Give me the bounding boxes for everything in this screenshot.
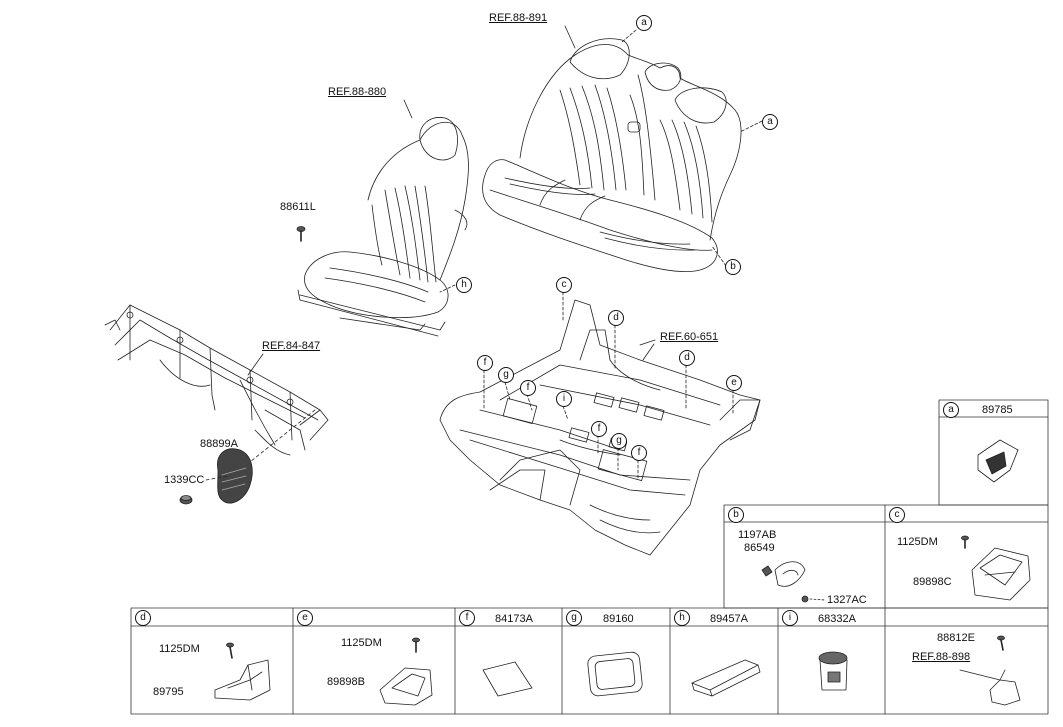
rear-seat-drawing — [482, 38, 742, 273]
box-h-letter: h — [674, 610, 690, 626]
part-86549-drawing — [761, 561, 826, 603]
box-c-letter: c — [889, 507, 905, 523]
box-b-letter: b — [728, 507, 744, 523]
box-e-part-89898b[interactable]: 89898B — [327, 676, 365, 688]
box-g-letter: g — [566, 610, 582, 626]
part-89785-drawing — [977, 439, 1019, 483]
callout-g-floor-2[interactable]: g — [611, 433, 627, 449]
crash-pad-frame-drawing — [104, 304, 329, 463]
part-68332a-drawing — [818, 651, 848, 691]
box-a-letter: a — [943, 402, 959, 418]
box-b-part-1197ab[interactable]: 1197AB — [738, 529, 777, 541]
callout-d-floor-2[interactable]: d — [679, 350, 695, 366]
ref-leader-front-seat — [403, 99, 413, 119]
callout-g-floor-1[interactable]: g — [498, 367, 514, 383]
callout-f-floor-2[interactable]: f — [520, 380, 536, 396]
ref-crash-pad[interactable]: REF.84-847 — [262, 340, 321, 352]
part-89898b-drawing — [379, 637, 433, 706]
ref-seat-belt[interactable]: REF.88-898 — [912, 651, 971, 663]
ref-rear-seat[interactable]: REF.88-891 — [489, 12, 548, 24]
callout-c-floor[interactable]: c — [556, 277, 572, 293]
callout-a-rear-seat-top[interactable]: a — [636, 15, 652, 31]
ref-floor[interactable]: REF.60-651 — [660, 331, 719, 343]
box-i-letter: i — [782, 610, 798, 626]
box-f-letter: f — [459, 610, 475, 626]
box-last-part-88812e[interactable]: 88812E — [937, 632, 975, 644]
part-89457a-drawing — [691, 659, 761, 697]
callout-i-floor[interactable]: i — [556, 391, 572, 407]
box-c-part-1125dm[interactable]: 1125DM — [897, 536, 938, 548]
box-d-part-1125dm[interactable]: 1125DM — [159, 643, 200, 655]
part-88611l-drawing — [296, 226, 306, 242]
box-f-part-84173a[interactable]: 84173A — [495, 613, 533, 625]
part-84173a-drawing — [482, 661, 533, 697]
ref-leader-floor — [642, 343, 655, 361]
box-d-letter: d — [135, 610, 151, 626]
callout-f-floor-4[interactable]: f — [631, 445, 647, 461]
ref-leader-crash-pad — [247, 353, 264, 376]
box-b-part-1327ac[interactable]: 1327AC — [827, 594, 867, 606]
callout-a-rear-seat-side[interactable]: a — [762, 114, 778, 130]
front-seat-drawing — [297, 117, 469, 337]
box-e-part-1125dm[interactable]: 1125DM — [341, 637, 382, 649]
part-88812e-drawing — [959, 635, 1021, 706]
part-label-88899a[interactable]: 88899A — [200, 438, 238, 450]
ref-front-seat[interactable]: REF.88-880 — [328, 86, 387, 98]
box-h-part-89457a[interactable]: 89457A — [710, 613, 748, 625]
box-g-part-89160[interactable]: 89160 — [603, 613, 634, 625]
box-c-part-89898c[interactable]: 89898C — [913, 576, 952, 588]
part-label-88611l[interactable]: 88611L — [280, 201, 316, 213]
part-89795-drawing — [214, 642, 271, 701]
callout-h-front-seat[interactable]: h — [456, 277, 472, 293]
part-89898c-drawing — [961, 535, 1031, 601]
ref-leader-rear-seat — [564, 25, 576, 49]
box-e-letter: e — [297, 610, 313, 626]
box-a-part-89785[interactable]: 89785 — [982, 404, 1013, 416]
box-borders — [130, 399, 1049, 715]
part-88899a-drawing — [217, 448, 253, 504]
part-1339cc-drawing — [179, 475, 229, 505]
floor-drawing — [439, 291, 761, 556]
part-89160-drawing — [587, 651, 643, 697]
callout-b-rear-seat[interactable]: b — [725, 259, 741, 275]
box-i-part-68332a[interactable]: 68332A — [818, 613, 856, 625]
box-d-part-89795[interactable]: 89795 — [153, 686, 184, 698]
callout-f-floor-3[interactable]: f — [591, 421, 607, 437]
box-b-part-86549[interactable]: 86549 — [744, 542, 775, 554]
part-label-1339cc[interactable]: 1339CC — [164, 474, 205, 486]
callout-d-floor-1[interactable]: d — [608, 310, 624, 326]
callout-f-floor-1[interactable]: f — [477, 355, 493, 371]
callout-e-floor[interactable]: e — [726, 375, 742, 391]
